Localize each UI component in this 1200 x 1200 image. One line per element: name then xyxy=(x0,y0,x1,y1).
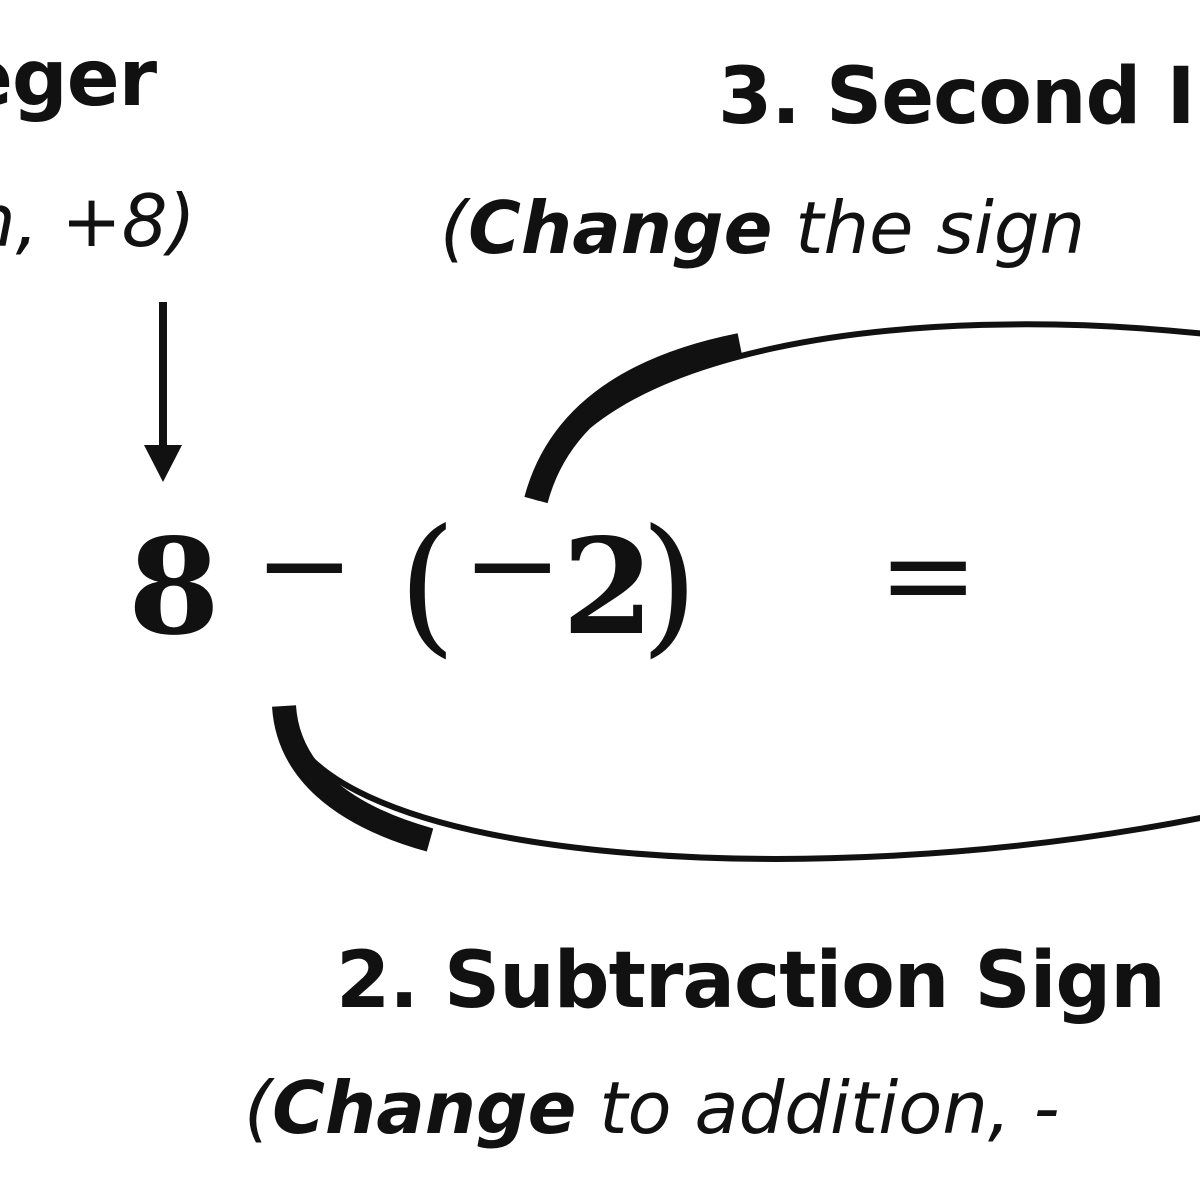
change-emphasis: Change xyxy=(272,1066,577,1150)
subtraction-sign-subtext-rest: to addition, - xyxy=(576,1066,1060,1150)
open-parenthesis: ( xyxy=(398,498,457,672)
second-integer-subtext: (Change the sign xyxy=(440,192,1085,264)
subtraction-sign-heading: 2. Subtraction Sign xyxy=(336,936,1166,1026)
subtraction-sign-subtext: (Change to addition, - xyxy=(244,1072,1060,1144)
change-emphasis: Change xyxy=(468,186,773,270)
down-arrow-icon xyxy=(144,302,182,482)
first-integer-subtext: n, +8) xyxy=(0,179,196,263)
negative-sign: − xyxy=(462,496,563,635)
upper-connector-arc-thick xyxy=(524,333,743,504)
subtraction-operator: − xyxy=(254,496,355,635)
second-integer-heading: 3. Second I xyxy=(718,52,1195,142)
upper-connector-arc xyxy=(533,321,1200,501)
first-integer-heading: eger xyxy=(0,34,157,124)
first-number: 8 xyxy=(128,510,220,665)
second-integer-subtext-rest: the sign xyxy=(772,186,1086,270)
equals-sign: = xyxy=(878,506,979,645)
paren-open-text: ( xyxy=(244,1066,273,1150)
close-parenthesis: ) xyxy=(640,498,699,672)
paren-open-text: ( xyxy=(440,186,469,270)
second-number: 2 xyxy=(562,510,654,665)
lower-connector-arc-thick xyxy=(272,704,434,852)
